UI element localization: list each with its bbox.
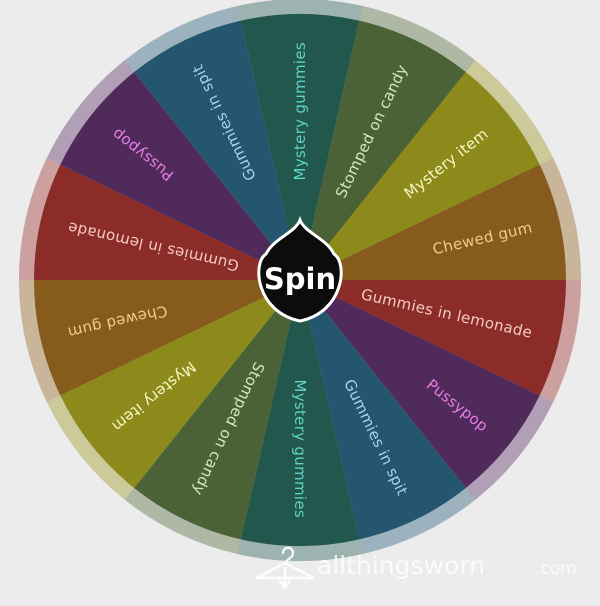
wheel-rim-segment — [237, 539, 363, 561]
wheel-segment[interactable] — [300, 280, 566, 396]
wheel-segments[interactable] — [34, 13, 566, 546]
wheel-segment-label: Mystery gummies — [291, 379, 309, 518]
wheel-rim-segment — [359, 6, 476, 73]
wheel-rim-segment — [465, 395, 554, 500]
wheel-segment[interactable] — [300, 280, 540, 488]
hanger-logo-icon — [254, 546, 316, 590]
wheel-segment[interactable] — [300, 280, 466, 540]
wheel-segment[interactable] — [240, 13, 360, 280]
wheel-segment-label: Mystery gummies — [291, 42, 309, 181]
spin-button[interactable]: Spin — [257, 215, 343, 323]
wheel-segment[interactable] — [300, 164, 566, 280]
wheel-segment[interactable] — [60, 72, 300, 280]
wheel-rim-segment — [539, 280, 581, 402]
watermark-domain: .com — [535, 559, 577, 579]
wheel-rim-segment — [19, 280, 61, 402]
spin-button-label[interactable]: Spin — [264, 262, 336, 296]
wheel-segment[interactable] — [300, 20, 466, 280]
wheel-segment[interactable] — [134, 280, 300, 540]
wheel-segment[interactable] — [60, 280, 300, 488]
wheel-rim-segment — [539, 158, 581, 280]
wheel-segment[interactable] — [34, 164, 300, 280]
wheel-rim-segment — [237, 0, 363, 21]
wheel-rim-segment — [359, 487, 476, 554]
wheel-rim-segment — [46, 60, 135, 165]
wheel-rim-segment — [19, 158, 61, 280]
wheel-rim-segment — [124, 487, 241, 554]
wheel-rim-segment — [124, 6, 241, 73]
watermark: allthingsworn .com — [254, 546, 577, 590]
wheel-segment[interactable] — [34, 280, 300, 396]
wheel-segment[interactable] — [134, 20, 300, 280]
wheel-segment[interactable] — [300, 72, 540, 280]
watermark-brand: allthingsworn — [317, 551, 485, 580]
wheel-rim-segment — [465, 60, 554, 165]
spin-button-shape[interactable] — [257, 215, 343, 323]
wheel-rim-segment — [46, 395, 135, 500]
wheel-segment[interactable] — [240, 280, 360, 546]
